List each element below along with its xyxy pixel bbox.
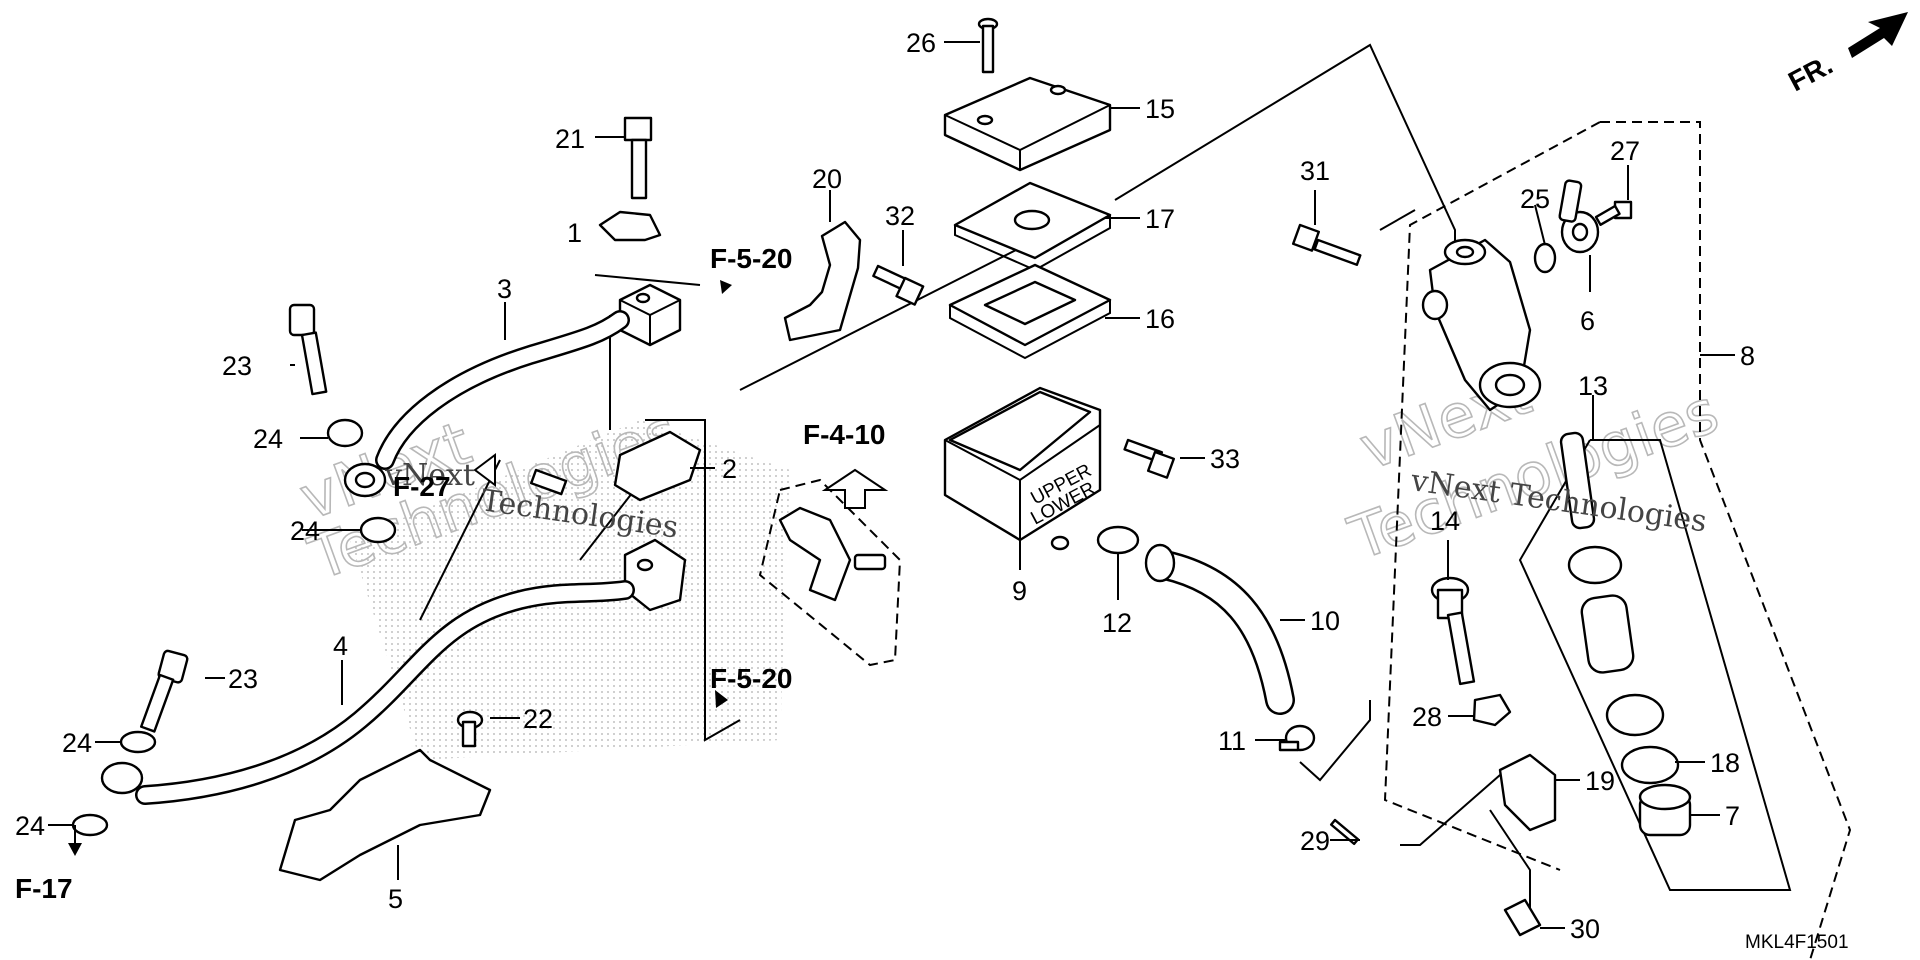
bracket-20 (783, 220, 862, 342)
callout-26: 26 (906, 28, 936, 58)
bolt-23-top (288, 303, 328, 396)
reservoir-hose-10 (1144, 543, 1295, 715)
callout-leaders (48, 41, 1720, 929)
bolt-32 (872, 264, 925, 306)
clip-30 (1503, 898, 1542, 937)
callout-20: 20 (812, 164, 842, 194)
piston-kit-13 (1559, 431, 1665, 737)
reservoir-cap-15 (943, 76, 1112, 172)
callout-8: 8 (1740, 341, 1755, 371)
callout-23-bottom: 23 (228, 664, 258, 694)
diagram-code: MKL4F1501 (1745, 932, 1849, 953)
callout-16: 16 (1145, 304, 1175, 334)
callout-24-b: 24 (290, 516, 320, 546)
ref-f-5-20-bottom: F-5-20 (710, 663, 792, 694)
callout-19: 19 (1585, 766, 1615, 796)
bolt-27 (1594, 200, 1633, 226)
callout-4: 4 (333, 631, 348, 661)
o-ring-25 (1533, 242, 1557, 274)
cotter-pin-29 (1329, 818, 1360, 846)
hose-guide-5 (278, 748, 492, 882)
callout-24-a: 24 (253, 424, 283, 454)
callout-15: 15 (1145, 94, 1175, 124)
ref-f-5-20-top: F-5-20 (710, 243, 792, 274)
master-cylinder-body (1421, 238, 1542, 412)
reservoir-plate-17 (953, 181, 1112, 272)
nut-28 (1472, 693, 1512, 727)
callout-1: 1 (567, 218, 582, 248)
joint-block-2 (530, 430, 702, 502)
front-direction-indicator: FR. (1783, 12, 1908, 97)
reservoir-body-9: UPPER LOWER (943, 386, 1102, 551)
push-rod-14 (1430, 576, 1476, 686)
callout-3: 3 (497, 274, 512, 304)
watermark-small-1: vNext (384, 458, 475, 493)
ref-f-4-10: F-4-10 (803, 419, 885, 450)
bolt-31 (1291, 223, 1362, 266)
callout-21: 21 (555, 124, 585, 154)
callout-23-top: 23 (222, 351, 252, 381)
ref-f-27: F-27 (393, 471, 451, 502)
callout-29: 29 (1300, 826, 1330, 856)
callout-22: 22 (523, 704, 553, 734)
boot-7 (1638, 783, 1692, 837)
hose-clamp-12 (1096, 525, 1140, 555)
joint-6 (1558, 179, 1600, 254)
bolt-33 (1123, 438, 1175, 479)
front-direction-label: FR. (1783, 49, 1837, 98)
brake-hose-3 (343, 310, 630, 498)
callout-6: 6 (1580, 306, 1595, 336)
callout-28: 28 (1412, 702, 1442, 732)
callout-9: 9 (1012, 576, 1027, 606)
reservoir-diaphragm-16 (948, 263, 1112, 360)
master-cylinder-assembly-outline (1379, 121, 1852, 960)
callout-24-d: 24 (15, 811, 45, 841)
callout-17: 17 (1145, 204, 1175, 234)
hose-joint-block (618, 283, 682, 347)
snap-ring-18 (1620, 745, 1680, 785)
washer-24-c (119, 730, 157, 754)
callout-27: 27 (1610, 136, 1640, 166)
hose-clip-11 (1278, 724, 1316, 752)
callout-32: 32 (885, 201, 915, 231)
brake-hose-4 (100, 580, 635, 805)
callout-11: 11 (1218, 726, 1246, 756)
bolt-21 (623, 116, 653, 200)
callout-18: 18 (1710, 748, 1740, 778)
callout-13: 13 (1578, 371, 1608, 401)
bolt-23-bottom (139, 649, 189, 733)
callouts: 26 15 17 16 33 9 12 10 11 20 32 21 1 3 2… (15, 28, 1755, 944)
washer-24-d (71, 813, 109, 837)
callout-24-c: 24 (62, 728, 92, 758)
bracket-group-f-4-10 (758, 468, 902, 667)
callout-31: 31 (1300, 156, 1330, 186)
clamp-1 (598, 210, 662, 242)
ref-f-17: F-17 (15, 873, 73, 904)
rod-joint-19 (1498, 753, 1557, 832)
callout-2: 2 (722, 454, 737, 484)
washer-24-b (359, 516, 397, 544)
callout-30: 30 (1570, 914, 1600, 944)
callout-7: 7 (1725, 801, 1740, 831)
callout-5: 5 (388, 884, 403, 914)
screw-22 (456, 710, 484, 748)
callout-33: 33 (1210, 444, 1240, 474)
callout-10: 10 (1310, 606, 1340, 636)
screw-26 (977, 17, 999, 74)
piston-kit-outline (1518, 439, 1792, 891)
callout-25: 25 (1520, 184, 1550, 214)
ref-arrows (68, 280, 732, 856)
callout-12: 12 (1102, 608, 1132, 638)
callout-14: 14 (1430, 506, 1460, 536)
washer-24-a (326, 418, 364, 448)
